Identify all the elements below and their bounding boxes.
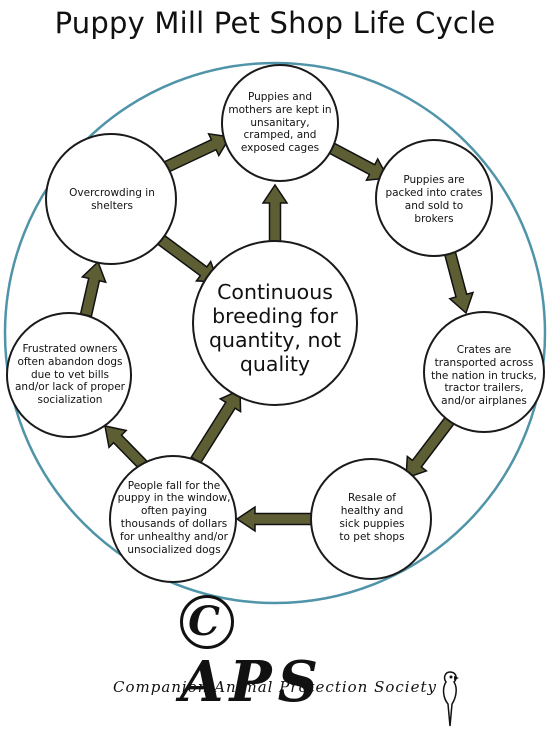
node-circle-resale (310, 458, 432, 580)
arrow-cages-to-center (261, 183, 289, 246)
arrow-resale-to-window (235, 505, 313, 533)
arrow-brokers-to-transport (443, 250, 475, 315)
arrow-transport-to-resale (405, 415, 456, 480)
node-circle-cages (221, 64, 339, 182)
diagram-title: Puppy Mill Pet Shop Life Cycle (54, 6, 496, 40)
node-label-transport: Crates are transported across the nation… (431, 344, 537, 408)
center-label: Continuous breeding for quantity, not qu… (208, 279, 342, 377)
caps-logo-letters: C APS (180, 583, 360, 715)
outer-ring (3, 61, 547, 605)
node-label-brokers: Puppies are packed into crates and sold … (385, 174, 483, 225)
center-circle (192, 240, 358, 406)
node-label-shelters: Overcrowding in shelters (69, 187, 155, 212)
arrow-window-to-owners (104, 425, 148, 470)
arrow-shelters-to-cages (156, 132, 232, 177)
arrow-window-to-center (190, 388, 242, 464)
node-circle-transport (423, 311, 545, 433)
caps-logo: C APS (180, 595, 360, 715)
node-label-window: People fall for the puppy in the window,… (117, 479, 231, 556)
arrow-owners-to-shelters (79, 260, 107, 318)
node-circle-owners (6, 312, 132, 438)
node-circle-shelters (45, 133, 177, 265)
organization-name: Companion Animal Protection Society (113, 678, 437, 696)
node-label-owners: Frustrated owners often abandon dogs due… (15, 343, 125, 407)
parrot-icon (442, 671, 459, 727)
arrows-group (79, 132, 475, 533)
node-label-cages: Puppies and mothers are kept in unsanita… (228, 91, 332, 155)
node-label-resale: Resale of healthy and sick puppies to pe… (339, 492, 405, 543)
node-circle-window (109, 455, 237, 583)
node-circle-brokers (375, 139, 493, 257)
